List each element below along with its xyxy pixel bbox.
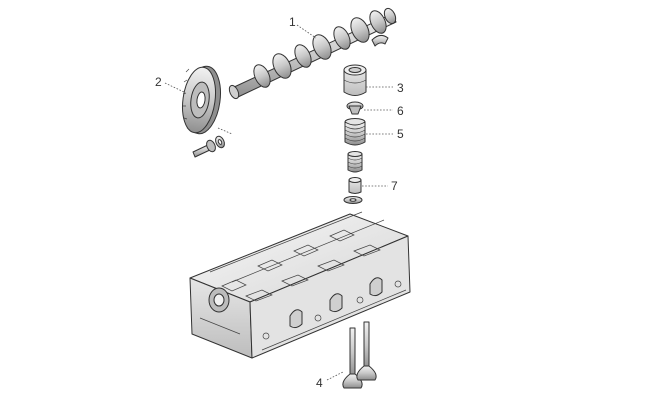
leader-4 <box>326 371 344 381</box>
camshaft-sprocket <box>182 65 221 135</box>
leader-lines <box>164 24 393 381</box>
callout-5: 5 <box>397 127 404 141</box>
spring-retainer <box>346 101 364 115</box>
inner-spring <box>347 151 363 173</box>
callout-6: 6 <box>397 104 404 118</box>
callout-labels: 1 2 3 4 5 6 7 <box>155 15 404 390</box>
callout-1: 1 <box>289 15 296 29</box>
tappet <box>343 64 367 96</box>
valve-stem-seal <box>343 177 363 204</box>
callout-2: 2 <box>155 75 162 89</box>
valves <box>342 321 377 389</box>
callout-4: 4 <box>316 376 323 390</box>
callout-7: 7 <box>391 179 398 193</box>
camshaft <box>228 7 397 100</box>
valve-spring <box>344 118 366 146</box>
leader-1 <box>296 24 317 39</box>
sprocket-bolt <box>192 127 233 158</box>
callout-3: 3 <box>397 81 404 95</box>
leader-2 <box>164 82 185 93</box>
cylinder-head <box>189 211 411 359</box>
